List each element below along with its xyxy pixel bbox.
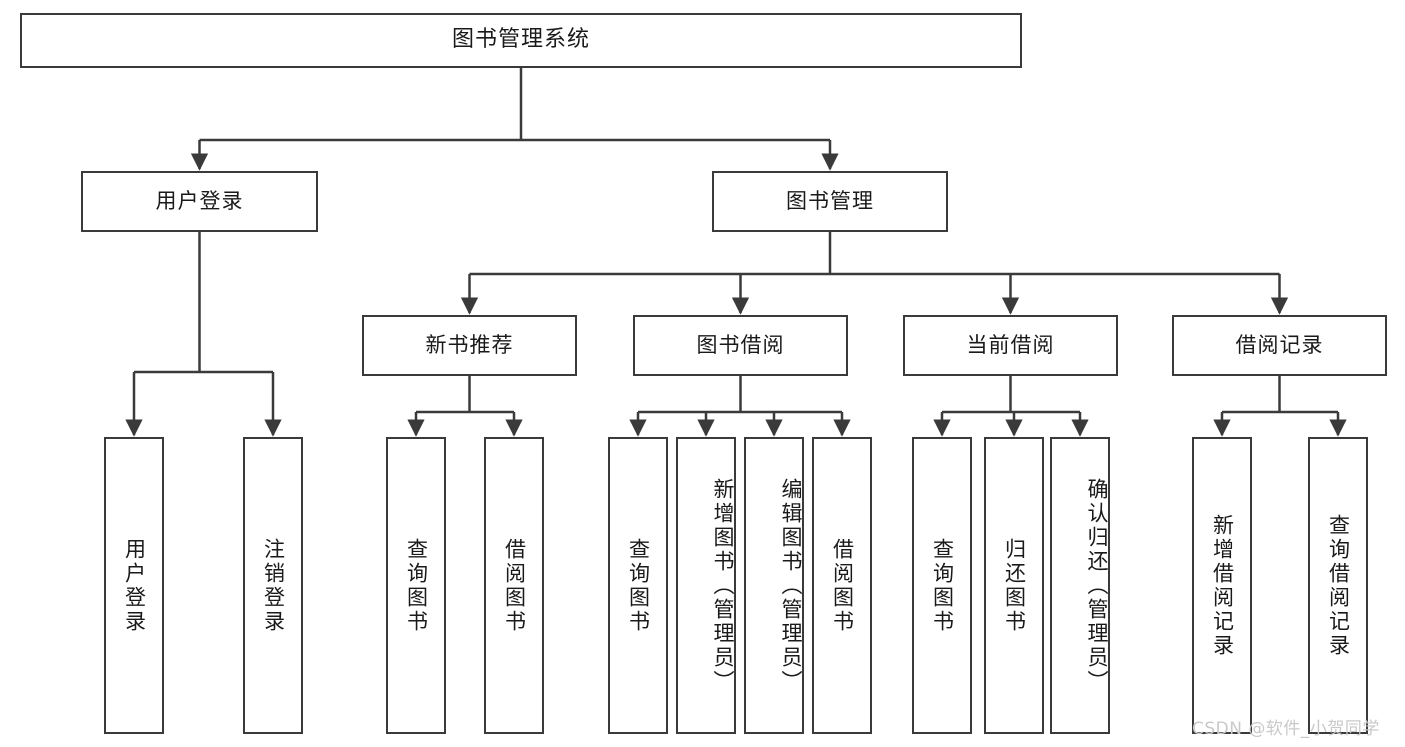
node-new-book-recommend[interactable]: 新书推荐 <box>362 315 577 376</box>
node-leaf-add-record[interactable]: 新增借阅记录 <box>1192 437 1252 734</box>
node-label: 借阅图书 <box>502 537 527 634</box>
node-leaf-query-book-2[interactable]: 查询图书 <box>608 437 668 734</box>
node-leaf-user-logout[interactable]: 注销登录 <box>243 437 303 734</box>
node-book-borrow[interactable]: 图书借阅 <box>633 315 848 376</box>
node-user-login[interactable]: 用户登录 <box>81 171 318 232</box>
node-label: 确认归还（管理员） <box>1085 477 1109 694</box>
node-borrow-record[interactable]: 借阅记录 <box>1172 315 1387 376</box>
node-leaf-confirm-return[interactable]: 确认归还（管理员） <box>1050 437 1110 734</box>
node-label: 借阅图书 <box>830 537 855 634</box>
node-label: 用户登录 <box>155 188 244 213</box>
node-label: 图书管理 <box>786 188 874 213</box>
node-leaf-add-book[interactable]: 新增图书（管理员） <box>676 437 736 734</box>
node-label: 编辑图书（管理员） <box>779 477 803 694</box>
node-label: 新增图书（管理员） <box>711 477 735 694</box>
csdn-watermark: CSDN @软件_小贺同学 <box>1192 719 1380 739</box>
node-book-manage[interactable]: 图书管理 <box>712 171 948 232</box>
node-label: 查询图书 <box>404 537 429 634</box>
node-leaf-query-record[interactable]: 查询借阅记录 <box>1308 437 1368 734</box>
node-leaf-borrow-book-2[interactable]: 借阅图书 <box>812 437 872 734</box>
node-current-borrow[interactable]: 当前借阅 <box>903 315 1118 376</box>
node-leaf-return-book[interactable]: 归还图书 <box>984 437 1044 734</box>
node-label: 借阅记录 <box>1235 332 1324 357</box>
node-label: 查询图书 <box>626 537 651 634</box>
node-leaf-borrow-book-1[interactable]: 借阅图书 <box>484 437 544 734</box>
node-label: 注销登录 <box>261 537 286 634</box>
node-label: 查询借阅记录 <box>1326 513 1351 658</box>
node-label: 当前借阅 <box>966 332 1055 357</box>
node-label: 新书推荐 <box>425 332 514 357</box>
node-leaf-user-login[interactable]: 用户登录 <box>104 437 164 734</box>
node-leaf-query-book-1[interactable]: 查询图书 <box>386 437 446 734</box>
node-label: 查询图书 <box>930 537 955 634</box>
node-leaf-query-book-3[interactable]: 查询图书 <box>912 437 972 734</box>
node-root-label: 图书管理系统 <box>451 27 590 53</box>
node-label: 用户登录 <box>122 537 147 634</box>
node-leaf-edit-book[interactable]: 编辑图书（管理员） <box>744 437 804 734</box>
node-root[interactable]: 图书管理系统 <box>20 13 1022 68</box>
node-label: 图书借阅 <box>696 332 785 357</box>
node-label: 归还图书 <box>1002 537 1027 634</box>
node-label: 新增借阅记录 <box>1210 513 1235 658</box>
